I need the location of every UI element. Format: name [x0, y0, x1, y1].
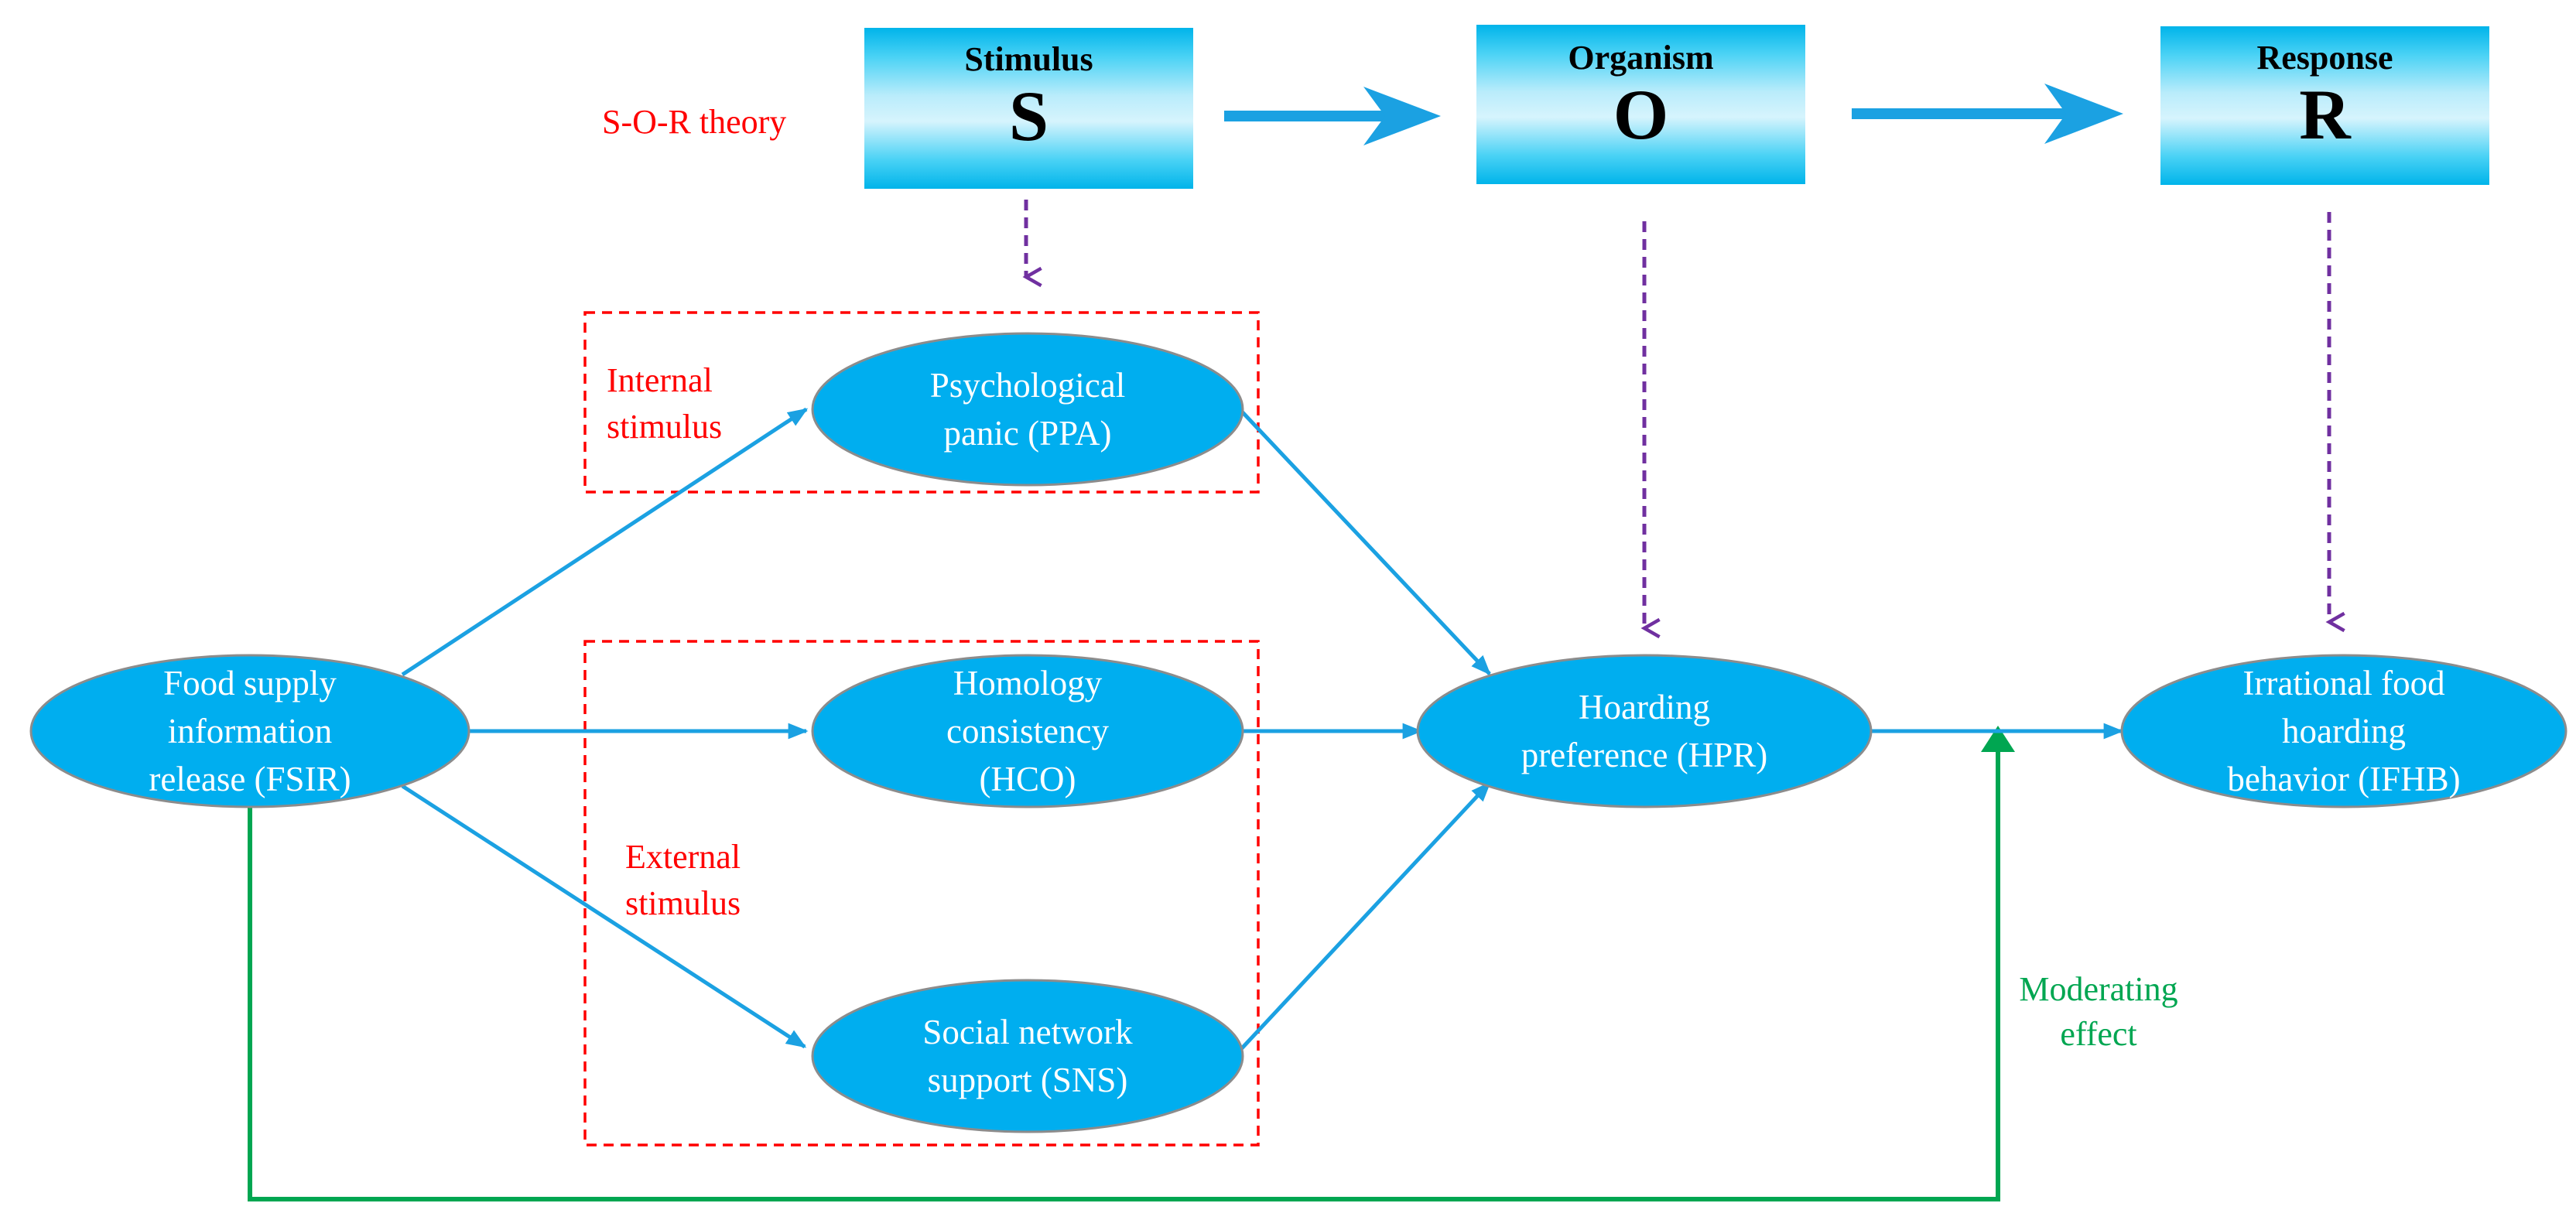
node-sns-label: Social network support (SNS) — [922, 1013, 1133, 1099]
node-fsir-shape — [29, 654, 470, 808]
stimulus-box — [864, 28, 1193, 189]
path-sns-to-hpr — [1239, 781, 1491, 1051]
response-header: Response R — [2160, 39, 2489, 152]
stimulus-letter: S — [1008, 77, 1049, 156]
stimulus-word: Stimulus — [964, 40, 1093, 78]
node-fsir-label: Food supply information release (FSIR) — [149, 664, 351, 798]
organism-word: Organism — [1568, 39, 1714, 77]
node-ifhb-label: Irrational food hoarding behavior (IFHB) — [2227, 664, 2461, 798]
moderating-effect-path — [248, 726, 2015, 1201]
node-ifhb-shape — [2120, 654, 2567, 808]
path-fsir-to-sns — [401, 784, 807, 1049]
path-fsir-to-ppa — [401, 407, 809, 677]
node-hpr-label: Hoarding preference (HPR) — [1521, 688, 1768, 774]
sor-arrow-s-to-o — [1224, 87, 1441, 145]
response-letter: R — [2299, 75, 2351, 154]
moderating-effect-label: Moderating effect — [2019, 970, 2178, 1053]
internal-stimulus-label: Internal stimulus — [607, 361, 723, 446]
path-ppa-to-hpr — [1239, 408, 1491, 675]
node-hco-shape — [811, 654, 1244, 808]
node-hco-label: Homology consistency (HCO) — [946, 664, 1109, 798]
sor-arrow-o-to-r — [1852, 84, 2123, 144]
node-ppa-label: Psychological panic (PPA) — [929, 366, 1126, 453]
response-word: Response — [2256, 39, 2393, 77]
response-box — [2160, 26, 2489, 185]
external-stimulus-group — [583, 640, 1260, 1147]
organism-letter: O — [1613, 75, 1669, 154]
node-sns-shape — [811, 979, 1244, 1133]
node-hpr-shape — [1416, 654, 1873, 808]
stimulus-header: Stimulus S — [864, 40, 1193, 153]
node-ppa-shape — [811, 332, 1244, 487]
organism-header: Organism O — [1476, 39, 1805, 152]
external-stimulus-label: External stimulus — [625, 838, 741, 922]
theory-label: S-O-R theory — [602, 103, 787, 141]
organism-box — [1476, 25, 1805, 184]
